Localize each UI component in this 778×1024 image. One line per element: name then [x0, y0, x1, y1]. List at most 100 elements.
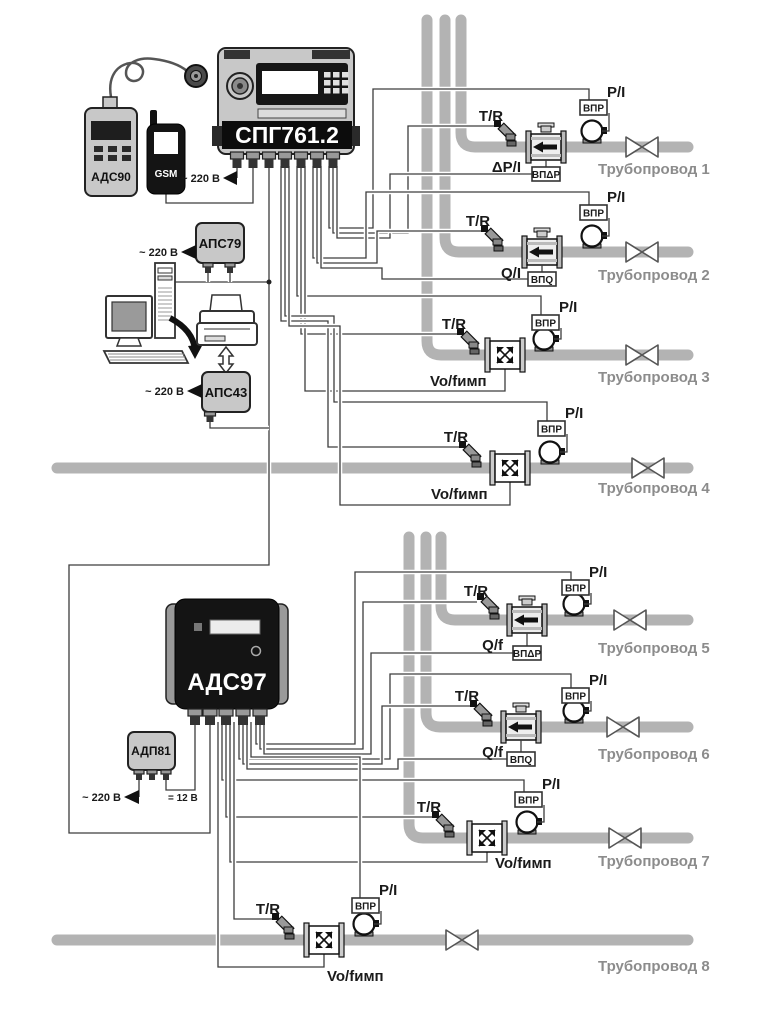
valve-icon	[625, 241, 659, 263]
ads97-led	[250, 645, 262, 657]
flow-box-label: ВПΔР	[532, 170, 561, 181]
valve-icon	[613, 609, 647, 631]
power-arrow-icon	[187, 384, 202, 398]
aps79-glands	[202, 262, 236, 273]
printer	[196, 294, 258, 346]
flow-signal-label: Q/I	[501, 265, 521, 282]
pipeline-4-wire	[284, 166, 548, 421]
pipeline-4-wire	[280, 166, 459, 448]
flow-meter-icon: ВПQ	[521, 227, 563, 287]
ads90-label: АДС90	[91, 170, 131, 184]
vpr-box	[351, 897, 380, 914]
adp81-glands	[133, 769, 172, 780]
tr-signal-label: T/R	[455, 688, 479, 705]
pipeline-label: Трубопровод 6	[598, 746, 710, 763]
valve-icon	[625, 344, 659, 366]
connection-wire	[165, 166, 254, 204]
tr-signal-label: T/R	[417, 799, 441, 816]
vpr-box-label: ВПР	[565, 584, 586, 595]
pi-signal-label: P/I	[589, 564, 607, 581]
pipeline-2-wire	[316, 166, 481, 264]
flow-signal-label: Q/f	[482, 744, 504, 761]
pipeline-4-wire	[288, 166, 511, 506]
vpr-box-label: ВПР	[565, 692, 586, 703]
pi-signal-label: P/I	[379, 882, 397, 899]
aps79-power-label: ~ 220 В	[139, 247, 178, 259]
flow-box-label: ВПQ	[531, 275, 553, 286]
flow-box	[512, 645, 542, 661]
flow-signal-label: Vo/fимп	[327, 968, 384, 985]
adp81-label: АДП81	[131, 744, 171, 758]
pipeline-8-wire	[217, 722, 325, 968]
pipe-3	[421, 14, 694, 361]
aps79-label: АПС79	[199, 236, 241, 251]
power-arrow-icon	[223, 171, 237, 185]
pipeline-label: Трубопровод 1	[598, 161, 710, 178]
aps43-adapter: АПС43 ~ 220 В	[145, 371, 251, 422]
monitor-stand	[115, 337, 143, 347]
flow-box	[531, 166, 561, 182]
spg-power-label: ~ 220 В	[181, 173, 220, 185]
vpr-box-label: ВПР	[355, 902, 376, 913]
pipe-5	[435, 531, 694, 626]
pi-signal-label: P/I	[589, 672, 607, 689]
temperature-sensor-icon	[494, 120, 517, 147]
printer-paper	[209, 294, 243, 312]
temperature-sensor-icon	[432, 811, 455, 838]
pipeline-7-wire	[221, 722, 525, 792]
vpr-box-label: ВПР	[583, 104, 604, 115]
tr-signal-label: T/R	[256, 901, 280, 918]
vpr-box	[531, 314, 560, 331]
pipeline-6-wire	[246, 722, 507, 770]
adp81-dc-label: = 12 В	[168, 793, 198, 804]
temperature-sensor-icon	[459, 441, 482, 468]
turbine-meter-icon	[466, 820, 508, 856]
coiled-cable	[109, 57, 188, 98]
temperature-sensor-icon	[457, 328, 480, 355]
gsm-phone: GSM	[146, 110, 186, 195]
turbine-meter-icon	[489, 450, 531, 486]
tr-signal-label: T/R	[442, 316, 466, 333]
tr-signal-label: T/R	[479, 108, 503, 125]
valve-icon	[445, 929, 479, 951]
pipe-1	[455, 14, 694, 153]
power-arrow-icon	[124, 790, 139, 804]
pipeline-3-wire	[304, 166, 506, 392]
pipeline-label: Трубопровод 4	[598, 480, 710, 497]
computer	[102, 262, 203, 364]
pipeline-1-wire	[336, 166, 532, 239]
ads90-buttons	[94, 146, 131, 161]
spg-display	[262, 71, 318, 94]
valve-icon	[631, 457, 665, 479]
tr-signal-label: T/R	[444, 429, 468, 446]
gsm-screen	[154, 132, 178, 154]
vpr-box	[561, 687, 590, 704]
pipeline-label: Трубопровод 5	[598, 640, 710, 657]
flow-signal-label: Vo/fимп	[431, 486, 488, 503]
flow-box-label: ВПQ	[510, 755, 532, 766]
pi-signal-label: P/I	[559, 299, 577, 316]
flow-box-label: ВПΔР	[513, 649, 542, 660]
vpr-box	[579, 204, 608, 221]
vpr-box	[514, 791, 543, 808]
flow-signal-label: Vo/fимп	[495, 855, 552, 872]
flow-meter-icon: ВПΔР	[525, 122, 567, 182]
flow-signal-label: Vo/fимп	[430, 373, 487, 390]
flow-meter-icon: ВПΔР	[506, 595, 548, 661]
tr-signal-label: T/R	[464, 583, 488, 600]
flow-box	[527, 271, 557, 287]
monitor-screen	[111, 301, 147, 332]
aps79-adapter: АПС79 ~ 220 В	[139, 222, 245, 273]
vpr-box	[561, 579, 590, 596]
flow-signal-label: ΔP/I	[492, 159, 521, 176]
